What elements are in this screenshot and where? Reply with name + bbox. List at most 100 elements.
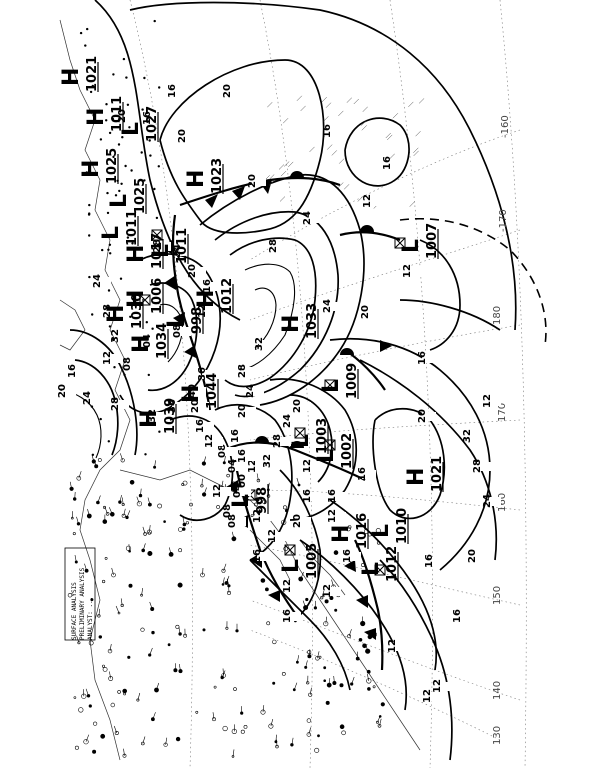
longitude-label: 170: [497, 403, 508, 422]
isobar-label: 32: [262, 454, 273, 468]
isobar-label: 32: [254, 337, 265, 351]
isobar-label: 40: [187, 384, 198, 398]
isobar-label: 20: [247, 174, 258, 188]
system-pressure-value: 1017: [150, 233, 165, 269]
isobar-label: 32: [110, 329, 121, 343]
isobar-label: 16: [417, 351, 428, 365]
isobar-label: 16: [327, 489, 338, 503]
isobar-label: 20: [57, 384, 68, 398]
system-letter: L: [399, 239, 424, 253]
isobar-label: 32: [462, 429, 473, 443]
system-letter: H: [84, 108, 109, 126]
legend-box: [64, 547, 96, 641]
isobar-label: 16: [382, 156, 393, 170]
isobar-label: 16: [357, 467, 368, 481]
isobar-label: 20: [360, 305, 371, 319]
header-line-1: SURFACE ANALYSIS: [71, 582, 78, 640]
isobar-label: 20: [417, 409, 428, 423]
isobar-label: 32: [147, 409, 158, 423]
isobar-label: 36: [167, 399, 178, 413]
isobar-label: 08: [217, 444, 228, 458]
isobar-label: 12: [252, 509, 263, 523]
isobar-label: 24: [322, 299, 333, 313]
system-pressure-value: 1012: [220, 278, 235, 314]
isobar-label: 28: [237, 364, 248, 378]
isobar-label: 12: [204, 434, 215, 448]
system-letter: L: [289, 434, 314, 448]
longitude-label: 140: [492, 681, 503, 700]
isobar-label: 24: [302, 211, 313, 225]
system-letter: H: [129, 335, 154, 353]
isobar-label: 04: [227, 459, 238, 473]
system-pressure-value: 1003: [315, 418, 330, 454]
isobar-label: 08: [122, 357, 133, 371]
system-pressure-value: 1030: [130, 293, 145, 329]
isobar-label: 24: [82, 391, 93, 405]
system-pressure-value: 1033: [305, 303, 320, 339]
system-pressure-value: 1007: [425, 223, 440, 259]
isobar-label: 20: [292, 399, 303, 413]
longitude-label: -160: [500, 115, 511, 138]
isobar-label: 12: [432, 679, 443, 693]
isobar-label: 16: [195, 419, 206, 433]
header-line-3: ANALYST: ...: [87, 597, 94, 640]
isobar-label: 12: [212, 484, 223, 498]
system-letter: L: [319, 379, 344, 393]
system-pressure-value: 1025: [105, 148, 120, 184]
system-letter: H: [279, 315, 304, 333]
isobar-label: 16: [282, 609, 293, 623]
system-letter: L: [279, 559, 304, 573]
system-pressure-value: 998: [255, 487, 270, 514]
isobar-label: 08: [172, 324, 183, 338]
isobar-label: 04: [232, 484, 243, 498]
isobar-label: 20: [292, 514, 303, 528]
system-pressure-value: 1011: [110, 96, 125, 132]
system-letter: L: [369, 524, 394, 538]
isobar-label: 28: [110, 397, 121, 411]
system-letter: L: [107, 194, 132, 208]
system-pressure-value: 1016: [355, 513, 370, 549]
system-letter: L: [229, 494, 254, 508]
system-pressure-value: 1023: [210, 158, 225, 194]
longitude-label: -170: [498, 209, 509, 232]
system-pressure-value: 1027: [145, 106, 160, 142]
system-letter: L: [314, 449, 339, 463]
isobar-label: 20: [177, 129, 188, 143]
system-letter: H: [404, 468, 429, 486]
isobar-label: 28: [472, 459, 483, 473]
longitude-label: 160: [497, 493, 508, 512]
system-pressure-value: 1021: [430, 456, 445, 492]
station-plots: [67, 19, 425, 758]
isobar-label: 24: [282, 414, 293, 428]
isobar-label: 16: [342, 549, 353, 563]
isobar-label: 16: [67, 364, 78, 378]
isobar-label: 12: [327, 509, 338, 523]
isobar-label: 12: [362, 194, 373, 208]
system-pressure-value: 1025: [133, 178, 148, 214]
isobar-label: 08: [222, 504, 233, 518]
isobar-label: 16: [252, 549, 263, 563]
system-letter: H: [329, 525, 354, 543]
isobar-label: 28: [268, 239, 279, 253]
isobar-label: 24: [245, 384, 256, 398]
system-pressure-value: 1006: [150, 278, 165, 314]
system-letter: H: [79, 160, 104, 178]
